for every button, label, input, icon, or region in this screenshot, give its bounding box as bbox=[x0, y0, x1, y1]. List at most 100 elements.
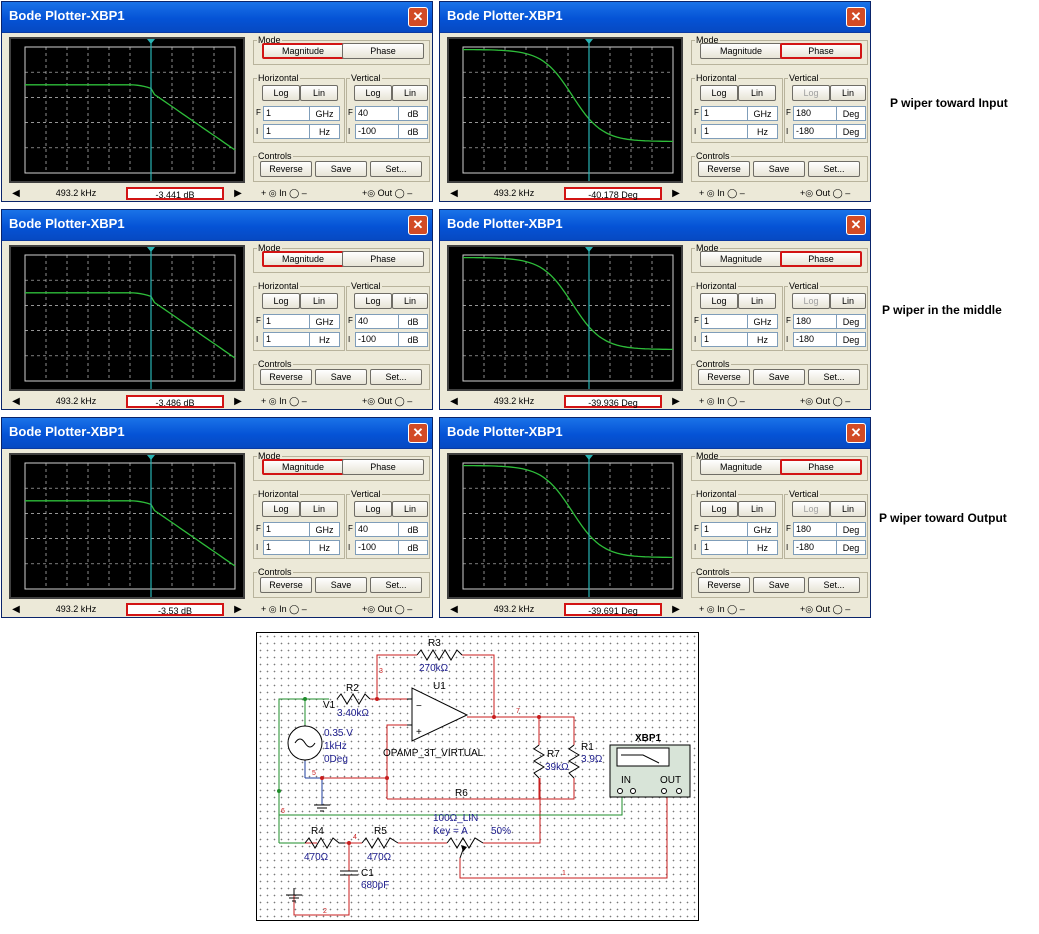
save-button[interactable]: Save bbox=[315, 369, 367, 385]
plot-display[interactable] bbox=[9, 37, 245, 183]
input-terminals[interactable]: + ◎ In ◯ – bbox=[261, 396, 307, 406]
vertical-log-button[interactable]: Log bbox=[354, 501, 392, 517]
horizontal-log-button[interactable]: Log bbox=[262, 293, 300, 309]
h-final-unit[interactable]: GHz bbox=[310, 106, 340, 121]
h-initial-field[interactable]: 1 bbox=[263, 540, 310, 555]
title-bar[interactable]: Bode Plotter-XBP1✕ bbox=[2, 2, 432, 33]
save-button[interactable]: Save bbox=[315, 577, 367, 593]
close-button[interactable]: ✕ bbox=[846, 215, 866, 235]
vertical-log-button[interactable]: Log bbox=[792, 85, 830, 101]
vertical-log-button[interactable]: Log bbox=[792, 501, 830, 517]
cursor-handle-icon[interactable] bbox=[585, 455, 593, 460]
vertical-lin-button[interactable]: Lin bbox=[830, 85, 866, 101]
v-final-field[interactable]: 40 bbox=[355, 314, 399, 329]
cursor-left-button[interactable]: ◀ bbox=[9, 187, 23, 200]
v-final-field[interactable]: 40 bbox=[355, 106, 399, 121]
save-button[interactable]: Save bbox=[315, 161, 367, 177]
set-button[interactable]: Set... bbox=[808, 577, 860, 593]
set-button[interactable]: Set... bbox=[808, 161, 860, 177]
save-button[interactable]: Save bbox=[753, 161, 805, 177]
input-terminals[interactable]: + ◎ In ◯ – bbox=[699, 188, 745, 198]
save-button[interactable]: Save bbox=[753, 577, 805, 593]
title-bar[interactable]: Bode Plotter-XBP1✕ bbox=[440, 210, 870, 241]
input-terminals[interactable]: + ◎ In ◯ – bbox=[261, 188, 307, 198]
v-initial-unit[interactable]: dB bbox=[399, 540, 428, 555]
cursor-right-button[interactable]: ▶ bbox=[231, 395, 245, 408]
v-final-field[interactable]: 40 bbox=[355, 522, 399, 537]
h-initial-unit[interactable]: Hz bbox=[310, 332, 340, 347]
v-final-unit[interactable]: Deg bbox=[837, 106, 866, 121]
h-initial-unit[interactable]: Hz bbox=[310, 124, 340, 139]
v-initial-unit[interactable]: Deg bbox=[837, 124, 866, 139]
cursor-handle-icon[interactable] bbox=[585, 247, 593, 252]
vertical-lin-button[interactable]: Lin bbox=[392, 85, 428, 101]
h-initial-unit[interactable]: Hz bbox=[748, 124, 778, 139]
cursor-left-button[interactable]: ◀ bbox=[447, 603, 461, 616]
cursor-handle-icon[interactable] bbox=[147, 39, 155, 44]
phase-button[interactable]: Phase bbox=[780, 251, 862, 267]
horizontal-log-button[interactable]: Log bbox=[700, 85, 738, 101]
phase-button[interactable]: Phase bbox=[780, 459, 862, 475]
v-final-unit[interactable]: Deg bbox=[837, 522, 866, 537]
h-final-field[interactable]: 1 bbox=[701, 106, 748, 121]
v-final-field[interactable]: 180 bbox=[793, 314, 837, 329]
v-final-unit[interactable]: dB bbox=[399, 522, 428, 537]
output-terminals[interactable]: +◎ Out ◯ – bbox=[362, 396, 413, 406]
phase-button[interactable]: Phase bbox=[780, 43, 862, 59]
magnitude-button[interactable]: Magnitude bbox=[700, 251, 782, 267]
v-final-field[interactable]: 180 bbox=[793, 522, 837, 537]
v-initial-field[interactable]: -100 bbox=[355, 540, 399, 555]
horizontal-log-button[interactable]: Log bbox=[700, 501, 738, 517]
vertical-log-button[interactable]: Log bbox=[792, 293, 830, 309]
h-initial-field[interactable]: 1 bbox=[263, 124, 310, 139]
v-initial-field[interactable]: -180 bbox=[793, 332, 837, 347]
reverse-button[interactable]: Reverse bbox=[260, 161, 312, 177]
v-initial-field[interactable]: -100 bbox=[355, 332, 399, 347]
reverse-button[interactable]: Reverse bbox=[698, 577, 750, 593]
cursor-right-button[interactable]: ▶ bbox=[669, 603, 683, 616]
v-initial-unit[interactable]: dB bbox=[399, 332, 428, 347]
set-button[interactable]: Set... bbox=[370, 369, 422, 385]
vertical-lin-button[interactable]: Lin bbox=[392, 501, 428, 517]
cursor-left-button[interactable]: ◀ bbox=[9, 395, 23, 408]
phase-button[interactable]: Phase bbox=[342, 43, 424, 59]
vertical-lin-button[interactable]: Lin bbox=[830, 293, 866, 309]
reverse-button[interactable]: Reverse bbox=[260, 577, 312, 593]
input-terminals[interactable]: + ◎ In ◯ – bbox=[699, 604, 745, 614]
cursor-handle-icon[interactable] bbox=[147, 247, 155, 252]
h-final-unit[interactable]: GHz bbox=[310, 522, 340, 537]
h-final-field[interactable]: 1 bbox=[263, 314, 310, 329]
plot-display[interactable] bbox=[9, 245, 245, 391]
h-final-unit[interactable]: GHz bbox=[748, 106, 778, 121]
close-button[interactable]: ✕ bbox=[846, 423, 866, 443]
title-bar[interactable]: Bode Plotter-XBP1✕ bbox=[2, 210, 432, 241]
cursor-handle-icon[interactable] bbox=[147, 455, 155, 460]
h-initial-unit[interactable]: Hz bbox=[310, 540, 340, 555]
v-final-field[interactable]: 180 bbox=[793, 106, 837, 121]
h-final-field[interactable]: 1 bbox=[263, 106, 310, 121]
output-terminals[interactable]: +◎ Out ◯ – bbox=[362, 604, 413, 614]
plot-display[interactable] bbox=[9, 453, 245, 599]
h-initial-field[interactable]: 1 bbox=[701, 540, 748, 555]
h-initial-unit[interactable]: Hz bbox=[748, 332, 778, 347]
v-final-unit[interactable]: dB bbox=[399, 314, 428, 329]
phase-button[interactable]: Phase bbox=[342, 251, 424, 267]
h-final-unit[interactable]: GHz bbox=[748, 314, 778, 329]
cursor-left-button[interactable]: ◀ bbox=[9, 603, 23, 616]
output-terminals[interactable]: +◎ Out ◯ – bbox=[362, 188, 413, 198]
cursor-left-button[interactable]: ◀ bbox=[447, 395, 461, 408]
plot-display[interactable] bbox=[447, 37, 683, 183]
v-initial-unit[interactable]: Deg bbox=[837, 540, 866, 555]
h-initial-field[interactable]: 1 bbox=[701, 124, 748, 139]
horizontal-lin-button[interactable]: Lin bbox=[738, 501, 776, 517]
v-initial-unit[interactable]: Deg bbox=[837, 332, 866, 347]
horizontal-log-button[interactable]: Log bbox=[262, 85, 300, 101]
v-final-unit[interactable]: Deg bbox=[837, 314, 866, 329]
output-terminals[interactable]: +◎ Out ◯ – bbox=[800, 188, 851, 198]
title-bar[interactable]: Bode Plotter-XBP1✕ bbox=[440, 2, 870, 33]
magnitude-button[interactable]: Magnitude bbox=[700, 43, 782, 59]
magnitude-button[interactable]: Magnitude bbox=[262, 459, 344, 475]
h-initial-field[interactable]: 1 bbox=[701, 332, 748, 347]
v-initial-field[interactable]: -180 bbox=[793, 540, 837, 555]
h-final-field[interactable]: 1 bbox=[263, 522, 310, 537]
